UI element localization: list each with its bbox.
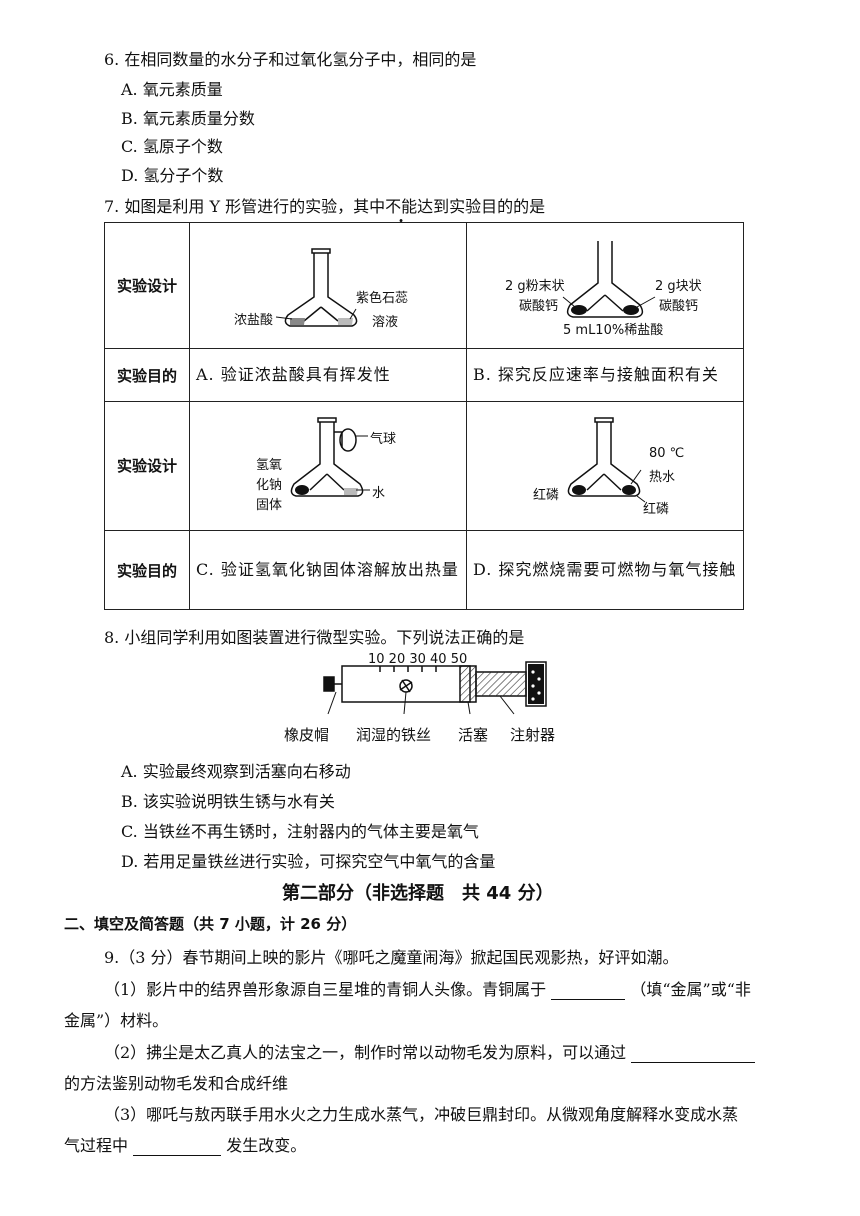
q9-part1-line2: 金属”）材料。 [64, 1011, 169, 1030]
syringe-svg [323, 661, 547, 715]
part2-section-heading: 二、填空及简答题（共 7 小题，计 26 分） [64, 915, 357, 933]
label-naoh-2: 化钠 [256, 477, 283, 493]
goal-a: A. 验证浓盐酸具有挥发性 [189, 348, 467, 402]
q8-stem: 8. 小组同学利用如图装置进行微型实验。下列说法正确的是 [104, 628, 525, 647]
syringe-diagram [320, 652, 560, 722]
q9-part3-text-a: 气过程中 [64, 1136, 129, 1155]
label-temperature: 80 ℃ [649, 445, 685, 461]
cell-design-b: 2 g粉末状 碳酸钙 2 g块状 碳酸钙 5 mL10%稀盐酸 [466, 221, 744, 350]
cell-design-d: 80 ℃ 热水 红磷 红磷 [466, 400, 744, 532]
label-litmus-1: 紫色石蕊 [356, 291, 409, 306]
label-powder-caco3-2: 碳酸钙 [519, 299, 559, 314]
label-red-phosphorus-left: 红磷 [533, 487, 560, 503]
q9-part3-blank[interactable] [133, 1137, 222, 1156]
q9-part1-text-a: （1）影片中的结界兽形象源自三星堆的青铜人头像。青铜属于 [104, 980, 547, 999]
label-rubber-cap: 橡皮帽 [284, 726, 330, 744]
q6-stem: 6. 在相同数量的水分子和过氧化氢分子中，相同的是 [104, 50, 477, 69]
q6-option-d: D. 氢分子个数 [121, 166, 224, 185]
y-tube-diagram-a [275, 248, 358, 327]
q8-option-a: A. 实验最终观察到活塞向右移动 [121, 762, 351, 781]
label-syringe: 注射器 [510, 726, 556, 744]
y-tube-diagram-b [562, 241, 656, 318]
row-label-goal-2: 实验目的 [104, 530, 190, 610]
label-balloon: 气球 [370, 431, 397, 447]
label-water: 水 [372, 485, 386, 501]
syringe-scale: 10 20 30 40 50 [368, 652, 468, 667]
goal-b: B. 探究反应速率与接触面积有关 [466, 348, 744, 402]
q8-option-b: B. 该实验说明铁生锈与水有关 [121, 792, 335, 811]
q9-part2-line2: 的方法鉴别动物毛发和合成纤维 [64, 1074, 289, 1093]
part2-title: 第二部分（非选择题 共 44 分） [282, 883, 554, 904]
label-block-caco3-1: 2 g块状 [655, 279, 702, 294]
q9-part2-line1: （2）拂尘是太乙真人的法宝之一，制作时常以动物毛发为原料，可以通过 [104, 1039, 756, 1063]
row-label-design-2: 实验设计 [104, 400, 190, 532]
q8-option-d: D. 若用足量铁丝进行实验，可探究空气中氧气的含量 [121, 852, 496, 871]
q8-option-c: C. 当铁丝不再生锈时，注射器内的气体主要是氧气 [121, 822, 479, 841]
label-powder-caco3-1: 2 g粉末状 [505, 279, 565, 294]
label-hot-water: 热水 [649, 469, 676, 485]
label-naoh-3: 固体 [256, 497, 283, 513]
row-label-design-1: 实验设计 [104, 221, 190, 350]
q9-part1-blank[interactable] [551, 981, 626, 1000]
q9-part3-line1: （3）哪吒与敖丙联手用水火之力生成水蒸气，冲破巨鼎封印。从微观角度解释水变成水蒸 [104, 1105, 739, 1124]
q7-stem: 7. 如图是利用 Y 形管进行的实验，其中不能达到实验目的的是 [104, 193, 545, 217]
q9-part2-text-a: （2）拂尘是太乙真人的法宝之一，制作时常以动物毛发为原料，可以通过 [104, 1043, 627, 1062]
q7-experiment-table: 实验设计 浓盐酸 紫色石蕊 溶液 [104, 221, 744, 610]
label-wet-iron-wire: 润湿的铁丝 [356, 726, 432, 744]
q6-option-a: A. 氧元素质量 [121, 80, 223, 99]
y-tube-diagram-d [567, 417, 646, 503]
label-conc-hcl: 浓盐酸 [234, 313, 274, 328]
q9-part3-line2: 气过程中 发生改变。 [64, 1132, 306, 1156]
goal-c: C. 验证氢氧化钠固体溶解放出热量 [189, 530, 467, 610]
label-naoh-1: 氢氧 [256, 457, 283, 473]
cell-design-a: 浓盐酸 紫色石蕊 溶液 [189, 221, 467, 350]
label-piston: 活塞 [458, 726, 489, 744]
q7-stem-after: 达到实验目的的是 [417, 197, 546, 216]
cell-design-c: 气球 氢氧 化钠 固体 水 [189, 400, 467, 532]
q6-option-b: B. 氧元素质量分数 [121, 109, 255, 128]
label-red-phosphorus-right: 红磷 [643, 501, 670, 517]
q9-part1-line1: （1）影片中的结界兽形象源自三星堆的青铜人头像。青铜属于 （填“金属”或“非 [104, 976, 751, 1000]
label-block-caco3-2: 碳酸钙 [659, 299, 699, 314]
row-label-goal-1: 实验目的 [104, 348, 190, 402]
q9-part1-text-b: （填“金属”或“非 [630, 980, 751, 999]
y-tube-diagram-c [290, 417, 370, 497]
q9-stem: 9.（3 分）春节期间上映的影片《哪吒之魔童闹海》掀起国民观影热，好评如潮。 [104, 948, 679, 967]
q6-option-c: C. 氢原子个数 [121, 137, 223, 156]
q9-part2-blank[interactable] [631, 1044, 756, 1063]
q9-part3-text-b: 发生改变。 [226, 1136, 307, 1155]
goal-d: D. 探究燃烧需要可燃物与氧气接触 [466, 530, 744, 610]
q7-stem-before: 7. 如图是利用 Y 形管进行的实验，其中 [104, 197, 386, 216]
q7-stem-emphasis: 不能 [385, 197, 417, 216]
label-dilute-hcl: 5 mL10%稀盐酸 [563, 323, 664, 338]
label-litmus-2: 溶液 [372, 315, 399, 330]
